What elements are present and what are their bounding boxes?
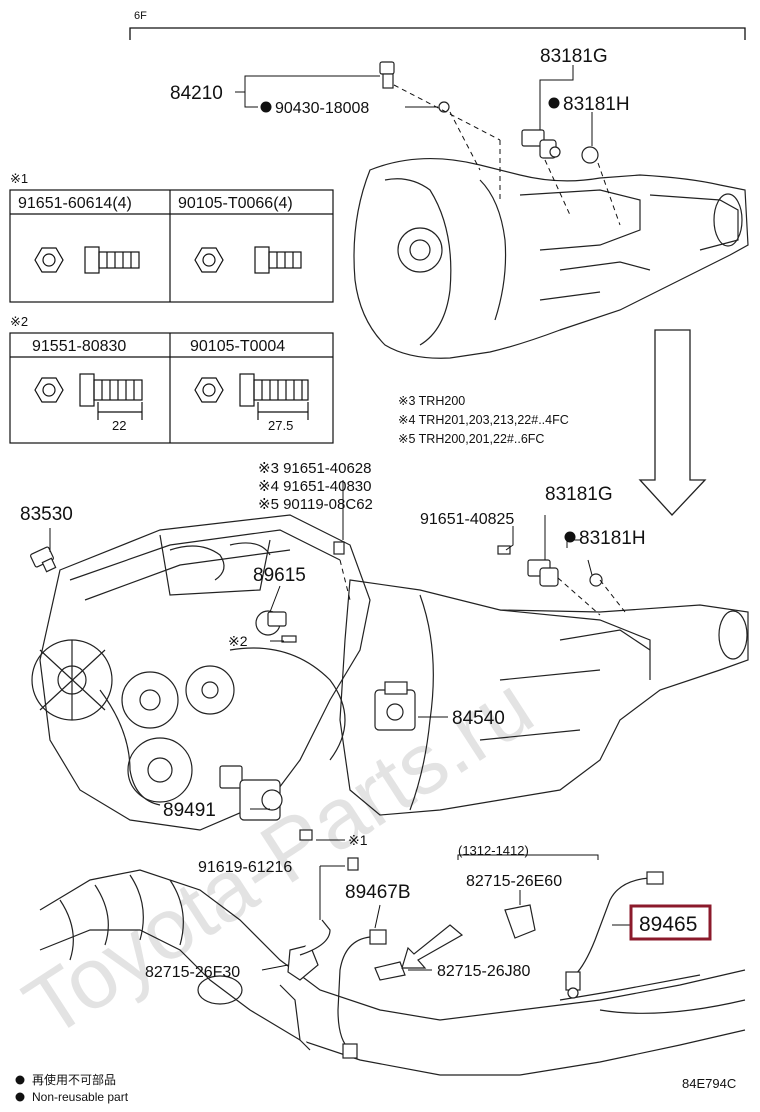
sensor-89491 (219, 765, 283, 821)
note-5: ※5 TRH200,201,22#..6FC (398, 432, 544, 446)
non-reusable-dot (564, 531, 576, 543)
bracket-parts (279, 904, 536, 1051)
part-82715-26j80: 82715-26J80 (437, 963, 531, 980)
transmission-upper (353, 157, 749, 359)
bolt-group-line-2: ※4 91651-40830 (258, 478, 372, 495)
legend-dot (15, 1092, 25, 1102)
speed-sensor-upper (521, 129, 599, 164)
legend-en: Non-reusable part (32, 1090, 129, 1104)
non-reusable-dot (260, 101, 272, 113)
highlight-box-89465[interactable] (629, 904, 712, 941)
part-83181h-mid: 83181H (579, 528, 646, 549)
part-90430-18008: 90430-18008 (275, 100, 369, 117)
leader-lines-lower (49, 480, 626, 920)
part-83181g-mid: 83181G (545, 484, 613, 505)
non-reusable-dot (548, 97, 560, 109)
part-83181g-top: 83181G (540, 46, 608, 67)
bracket-label: 6F (134, 10, 147, 22)
note-3: ※3 TRH200 (398, 394, 465, 408)
table1-mark: ※1 (10, 171, 28, 186)
part-84210: 84210 (170, 83, 223, 104)
table2-header-right: 90105-T0004 (190, 338, 285, 355)
legend-dot (15, 1075, 25, 1085)
sensor-89615 (255, 610, 297, 643)
table1-header-right: 90105-T0066(4) (178, 195, 293, 212)
fastener-table-2 (9, 332, 334, 444)
part-82715-26f30: 82715-26F30 (145, 964, 240, 981)
table2-mark: ※2 (10, 314, 28, 329)
bolt-group-line-3: ※5 90119-08C62 (258, 496, 373, 513)
mark-x1: ※1 (348, 832, 368, 848)
neutral-switch-84540 (374, 681, 416, 731)
sensor-84210 (379, 61, 450, 113)
part-89465[interactable]: 89465 (639, 913, 697, 936)
oxygen-sensor-89465 (565, 871, 664, 999)
part-83530: 83530 (20, 504, 73, 525)
part-82715-26e60: 82715-26E60 (466, 873, 562, 890)
part-84540: 84540 (452, 708, 505, 729)
transmission-lower (339, 579, 749, 816)
diagram-code: 84E794C (682, 1076, 736, 1091)
part-91651-40825: 91651-40825 (420, 511, 514, 528)
speed-sensor-lower (497, 545, 603, 587)
bolt-group-line-1: ※3 91651-40628 (258, 460, 372, 477)
part-89491: 89491 (163, 800, 216, 821)
flow-arrow-small (401, 924, 464, 969)
table2-dim-left: 22 (112, 418, 126, 433)
leader-lines-upper (235, 65, 621, 226)
top-bracket (129, 27, 746, 40)
fastener-table-1 (9, 189, 334, 303)
engine-assembly (31, 514, 371, 831)
note-4: ※4 TRH201,203,213,22#..4FC (398, 413, 569, 427)
part-91619-61216: 91619-61216 (198, 859, 292, 876)
legend-jp: 再使用不可部品 (32, 1072, 116, 1087)
table2-header-left: 91551-80830 (32, 338, 126, 355)
bolt-group-small (299, 541, 359, 871)
mark-x2: ※2 (228, 633, 248, 649)
sensor-83530 (30, 546, 57, 573)
date-range: (1312-1412) (458, 843, 529, 858)
leader-lines-bottom (261, 854, 630, 971)
table2-dim-right: 27.5 (268, 418, 293, 433)
flow-arrow-large (638, 329, 707, 516)
part-89615: 89615 (253, 565, 306, 586)
part-83181h-top: 83181H (563, 94, 630, 115)
part-89467b: 89467B (345, 882, 411, 903)
table1-header-left: 91651-60614(4) (18, 195, 132, 212)
oxygen-sensor-89467b (337, 929, 387, 1059)
